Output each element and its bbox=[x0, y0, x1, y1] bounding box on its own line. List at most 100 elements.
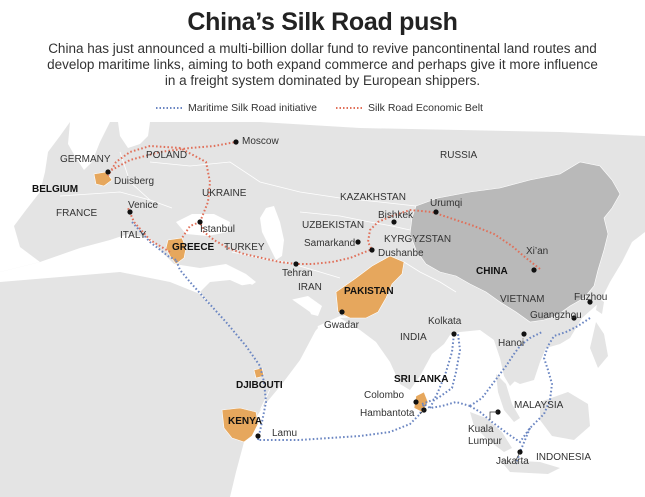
subtitle-line: in a freight system dominated by Europea… bbox=[164, 73, 481, 88]
label-bishkek: Bishkek bbox=[378, 210, 414, 221]
city-dot-guangzhou bbox=[571, 315, 577, 321]
legend-label-maritime: Maritime Silk Road initiative bbox=[188, 102, 317, 114]
borders bbox=[59, 151, 457, 293]
city-dot-samarkand bbox=[355, 239, 361, 245]
label-colombo: Colombo bbox=[364, 390, 404, 401]
city-dot-gwadar bbox=[339, 309, 345, 315]
city-dot-istanbul bbox=[197, 219, 203, 225]
subtitle: China has just announced a multi-billion… bbox=[20, 41, 625, 89]
border bbox=[403, 261, 457, 293]
pakistan-shape bbox=[335, 255, 405, 319]
jakarta-leader bbox=[515, 451, 521, 461]
philippines bbox=[590, 322, 608, 368]
label-xian: Xi’an bbox=[526, 246, 548, 257]
label-guangzhou: Guangzhou bbox=[530, 310, 582, 321]
kuala-lumpur-leader bbox=[489, 411, 498, 420]
legend-label-economic-belt: Silk Road Economic Belt bbox=[368, 102, 483, 114]
land-line-swatch bbox=[336, 107, 362, 109]
label-lamu: Lamu bbox=[272, 428, 297, 439]
hambantota-leader bbox=[419, 409, 425, 415]
kenya-shape bbox=[221, 407, 259, 443]
label-kuala: Kuala bbox=[468, 424, 494, 435]
label-duisberg: Duisberg bbox=[114, 176, 154, 187]
label-kyrgyzstan: KYRGYZSTAN bbox=[384, 234, 451, 245]
label-kenya: KENYA bbox=[228, 416, 262, 427]
sumatra bbox=[470, 412, 512, 452]
label-samarkand: Samarkand bbox=[304, 238, 355, 249]
city-dot-xian bbox=[531, 267, 537, 273]
city-dot-tehran bbox=[293, 261, 299, 267]
label-iran: IRAN bbox=[298, 282, 322, 293]
label-sri-lanka: SRI LANKA bbox=[394, 374, 448, 385]
label-india: INDIA bbox=[400, 332, 427, 343]
label-uzbekistan: UZBEKISTAN bbox=[302, 220, 364, 231]
arabia-land bbox=[214, 284, 318, 368]
label-hanoi: Hanoi bbox=[498, 338, 524, 349]
label-urumqi: Urumqi bbox=[430, 198, 462, 209]
caspian-sea bbox=[260, 206, 284, 260]
label-moscow: Moscow bbox=[242, 136, 279, 147]
indochina-land bbox=[476, 292, 530, 386]
label-kazakhstan: KAZAKHSTAN bbox=[340, 192, 406, 203]
city-dot-bishkek bbox=[391, 219, 397, 225]
label-tehran: Tehran bbox=[282, 268, 313, 279]
taiwan bbox=[596, 298, 604, 314]
city-dot-colombo bbox=[413, 399, 419, 405]
label-djibouti: DJIBOUTI bbox=[236, 380, 283, 391]
label-fuzhou: Fuzhou bbox=[574, 292, 607, 303]
city-dots bbox=[105, 139, 593, 455]
city-dot-venice bbox=[127, 209, 133, 215]
pacific-ocean bbox=[600, 232, 645, 302]
label-dushanbe: Dushanbe bbox=[378, 248, 424, 259]
label-vietnam: VIETNAM bbox=[500, 294, 544, 305]
label-russia: RUSSIA bbox=[440, 150, 478, 161]
border bbox=[299, 211, 411, 231]
atlantic-ocean bbox=[0, 122, 70, 272]
subtitle-line: develop maritime links, aiming to both e… bbox=[47, 57, 598, 72]
arctic-ocean bbox=[260, 122, 645, 136]
label-gwadar: Gwadar bbox=[324, 320, 360, 331]
highlighted-countries bbox=[93, 171, 429, 443]
label-kolkata: Kolkata bbox=[428, 316, 462, 327]
black-sea bbox=[176, 214, 230, 236]
label-belgium: BELGIUM bbox=[32, 184, 78, 195]
africa-land bbox=[0, 272, 272, 497]
label-poland: POLAND bbox=[146, 150, 187, 161]
border bbox=[149, 161, 417, 207]
city-dot-hanoi bbox=[521, 331, 527, 337]
label-turkey: TURKEY bbox=[224, 242, 265, 253]
label-venice: Venice bbox=[128, 200, 158, 211]
india-land bbox=[340, 316, 452, 390]
economic-belt-route bbox=[107, 141, 541, 270]
java bbox=[500, 460, 560, 474]
city-dot-duisberg bbox=[105, 169, 111, 175]
label-malaysia: MALAYSIA bbox=[514, 400, 564, 411]
legend-item-economic-belt: Silk Road Economic Belt bbox=[336, 102, 483, 114]
maritime-line-swatch bbox=[156, 107, 182, 109]
sri-lanka-shape bbox=[413, 391, 429, 413]
city-dot-lamu bbox=[255, 433, 261, 439]
label-france: FRANCE bbox=[56, 208, 97, 219]
legend: Maritime Silk Road initiative Silk Road … bbox=[0, 102, 645, 118]
legend-item-maritime: Maritime Silk Road initiative bbox=[156, 102, 317, 114]
label-ukraine: UKRAINE bbox=[202, 188, 247, 199]
label-hambantota: Hambantota bbox=[360, 408, 415, 419]
subtitle-line: China has just announced a multi-billion… bbox=[48, 41, 597, 56]
label-jakarta: Jakarta bbox=[496, 456, 529, 467]
label-lumpur: Lumpur bbox=[468, 436, 503, 447]
persian-gulf bbox=[290, 296, 322, 316]
borneo bbox=[540, 392, 590, 440]
border bbox=[59, 191, 173, 209]
label-china: CHINA bbox=[476, 266, 508, 277]
label-indonesia: INDONESIA bbox=[536, 452, 591, 463]
maritime-route bbox=[131, 221, 591, 465]
city-dot-moscow bbox=[233, 139, 239, 145]
city-dot-dushanbe bbox=[369, 247, 375, 253]
label-istanbul: Istanbul bbox=[200, 224, 235, 235]
label-pakistan: PAKISTAN bbox=[344, 286, 394, 297]
label-greece: GREECE bbox=[172, 242, 215, 253]
map: RUSSIA GERMANY POLAND BELGIUM FRANCE ITA… bbox=[0, 122, 645, 497]
city-labels: Moscow Duisberg Venice Istanbul Tehran S… bbox=[114, 136, 607, 467]
label-germany: GERMANY bbox=[60, 154, 111, 165]
city-dot-urumqi bbox=[433, 209, 439, 215]
